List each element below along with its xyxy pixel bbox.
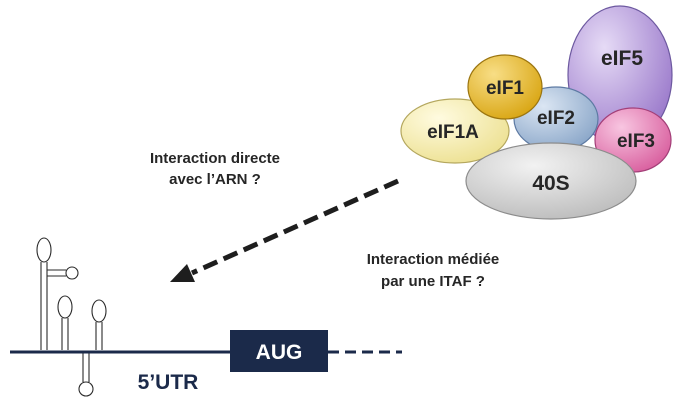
aug-box <box>230 330 328 372</box>
itaf-interaction-line2: par une ITAF ? <box>381 273 485 290</box>
eif1-shape <box>467 54 543 120</box>
eif1a-shape <box>400 98 510 164</box>
ribosome-40s-label: 40S <box>532 172 569 195</box>
eif3-label: eIF3 <box>617 131 655 152</box>
eif5-label: eIF5 <box>601 47 643 70</box>
itaf-interaction-line1: Interaction médiée <box>367 251 500 268</box>
ribosome-40s-shape <box>465 142 637 220</box>
eif2-label: eIF2 <box>537 108 575 129</box>
eif1-label: eIF1 <box>486 78 524 99</box>
direct-interaction-line2: avec l’ARN ? <box>169 171 261 188</box>
direct-interaction-line1: Interaction directe <box>150 150 280 167</box>
mrna-5utr-stem-loops <box>36 237 107 397</box>
aug-label: AUG <box>256 341 303 364</box>
interaction-arrow <box>170 178 400 282</box>
eif1a-label: eIF1A <box>427 122 479 143</box>
utr-label: 5’UTR <box>138 371 199 394</box>
